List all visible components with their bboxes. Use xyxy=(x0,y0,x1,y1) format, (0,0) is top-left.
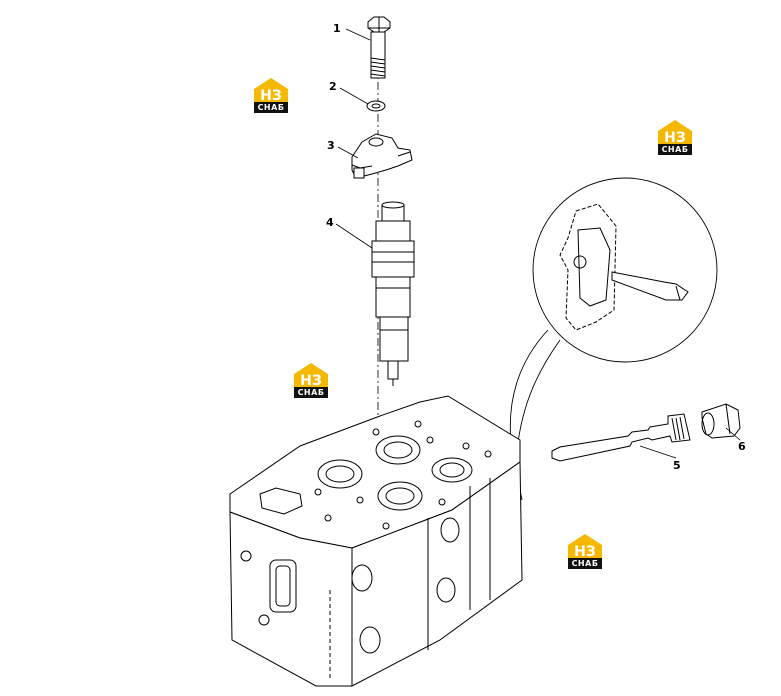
bolt-part xyxy=(367,16,391,79)
watermark-logo: НЗ СНАБ xyxy=(566,533,604,569)
callout-1-label: 1 xyxy=(333,22,341,35)
leader-5 xyxy=(639,445,677,459)
house-logo-icon: НЗ xyxy=(254,78,288,103)
nut-part xyxy=(701,403,741,439)
house-logo-icon: НЗ xyxy=(294,363,328,388)
house-logo-icon: НЗ xyxy=(658,120,692,145)
leader-2 xyxy=(339,87,369,105)
callout-3-label: 3 xyxy=(327,139,335,152)
house-logo-icon: НЗ xyxy=(568,534,602,559)
leader-4 xyxy=(335,223,373,249)
sleeve-tube-part xyxy=(551,413,691,462)
callout-2-label: 2 xyxy=(329,80,337,93)
callout-5-label: 5 xyxy=(673,459,681,472)
detail-leader-line-2 xyxy=(515,339,561,461)
watermark-logo: НЗ СНАБ xyxy=(656,119,694,155)
svg-text:НЗ: НЗ xyxy=(300,373,322,388)
detail-zoom-view xyxy=(532,177,718,363)
svg-text:НЗ: НЗ xyxy=(664,130,686,145)
svg-text:НЗ: НЗ xyxy=(260,88,282,103)
clamp-part xyxy=(351,133,413,179)
injector-part xyxy=(371,201,415,386)
svg-text:НЗ: НЗ xyxy=(574,544,596,559)
watermark-logo: НЗ СНАБ xyxy=(252,77,290,113)
washer-part xyxy=(366,100,386,112)
callout-4-label: 4 xyxy=(326,216,334,229)
leader-6 xyxy=(725,427,741,441)
cylinder-head-block xyxy=(229,395,523,687)
watermark-logo: НЗ СНАБ xyxy=(292,362,330,398)
leader-3 xyxy=(337,146,359,159)
leader-1 xyxy=(345,28,371,41)
callout-6-label: 6 xyxy=(738,440,746,453)
